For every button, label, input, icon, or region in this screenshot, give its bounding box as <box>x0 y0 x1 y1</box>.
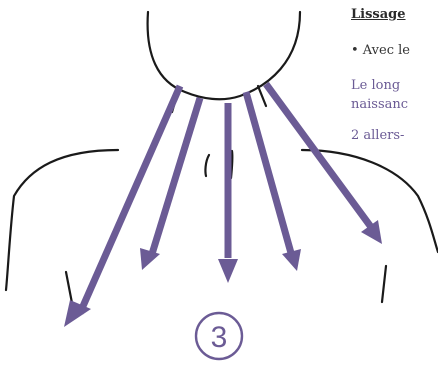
step-number-label: 3 <box>211 321 228 354</box>
arrow-left-shaft <box>148 96 204 256</box>
left-chest-line <box>64 270 74 305</box>
arrow-center-head <box>218 259 238 283</box>
left-shoulder-line <box>4 148 120 292</box>
arrow-left-head <box>140 248 160 270</box>
section-heading: Lissage <box>351 7 406 22</box>
arrow-far-left-head <box>64 300 91 327</box>
arrow-far-right-shaft <box>263 81 374 230</box>
massage-arrows <box>64 81 382 327</box>
instruction-bullet: • Avec le <box>351 43 410 58</box>
collarbone-left-mark <box>204 153 211 178</box>
arrow-right-head <box>282 249 301 271</box>
instruction-line-1: Le long <box>351 78 401 93</box>
right-shoulder-line <box>300 148 438 254</box>
arrow-far-left-shaft <box>76 84 184 315</box>
instruction-line-2: naissanc <box>351 97 409 112</box>
right-chest-line <box>380 264 388 304</box>
repetitions-text: 2 allers- <box>351 128 405 143</box>
arrow-far-right-head <box>361 220 382 244</box>
right-neck-line <box>256 84 268 108</box>
arrow-right-shaft <box>242 91 295 254</box>
body-outline <box>4 10 438 305</box>
step-number-circle <box>194 311 244 361</box>
head-outline <box>146 10 302 101</box>
